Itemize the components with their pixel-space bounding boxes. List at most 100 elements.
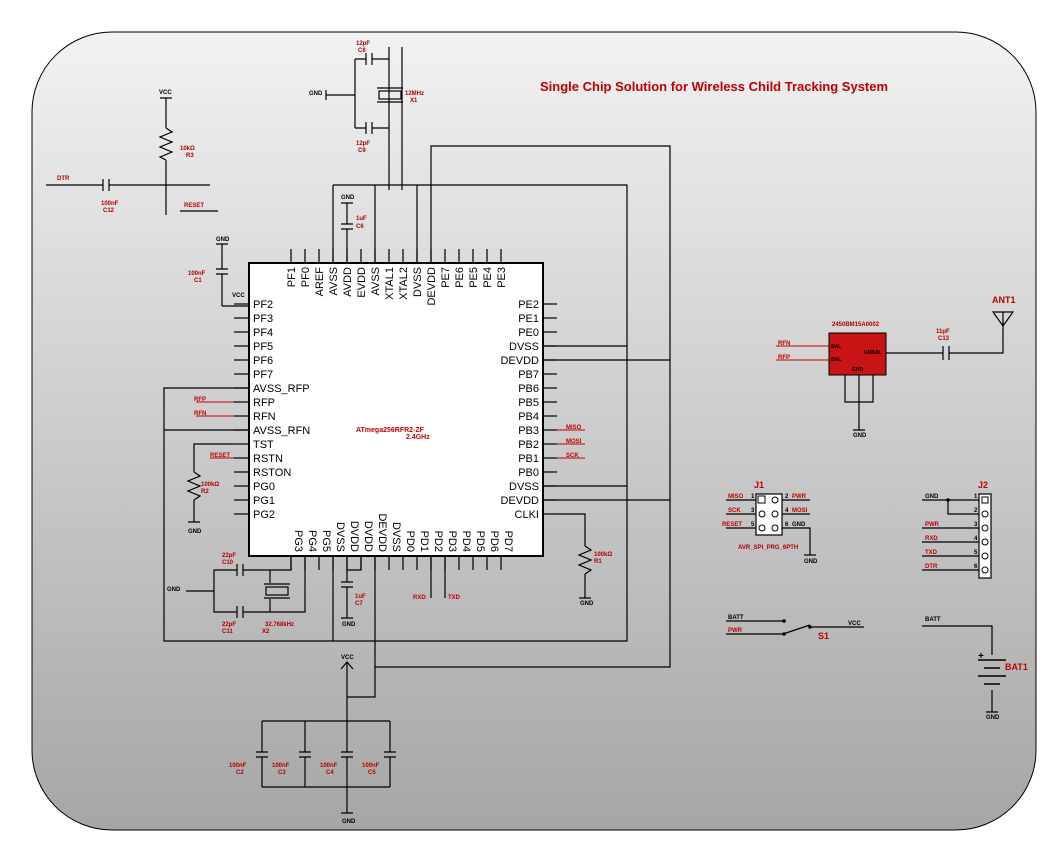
gnd-label-j1pin: GND <box>792 522 806 528</box>
batt-label-s1: BATT <box>728 615 744 621</box>
j1-pin-3: 3 <box>751 508 755 514</box>
rfn-label-left: RFN <box>194 411 206 417</box>
mcu-pin-right-pb6: PB6 <box>518 383 539 395</box>
vcc-label-c1: VCC <box>232 293 245 299</box>
gnd-label-bank: GND <box>342 819 356 825</box>
s1-ref: S1 <box>818 631 829 641</box>
c4-value: 100nF <box>320 763 338 769</box>
j1-ref: J1 <box>754 480 764 490</box>
batt-label-bat1: BATT <box>925 617 941 623</box>
mcu-pin-right-pe1: PE1 <box>518 313 539 325</box>
c7-group: 1uF C7 GND <box>332 556 366 641</box>
mcu-pin-left-pf3: PF3 <box>253 313 273 325</box>
mcu-pin-bottom-pg3: PG3 <box>292 530 304 552</box>
vcc-label-r3: VCC <box>159 90 172 96</box>
decoupling-bank: VCC 100nF C2 100nF C3 100nF C4 100nF C5 … <box>229 655 396 825</box>
c11-value: 22pF <box>222 622 236 628</box>
mcu-pin-top-pe3: PE3 <box>496 267 508 288</box>
mcu-pin-left-tst: TST <box>253 439 274 451</box>
pwr-label-j1: PWR <box>792 494 807 500</box>
mcu-pin-top-pf1: PF1 <box>286 267 298 287</box>
j1-pin-4: 4 <box>785 508 789 514</box>
mcu-pin-top-devdd: DEVDD <box>426 267 438 306</box>
mcu-pin-top-pe7: PE7 <box>440 267 452 288</box>
x2-ref: X2 <box>262 629 270 635</box>
r1-ref: R1 <box>594 559 602 565</box>
mcu-pin-bottom-pd1: PD1 <box>418 531 430 552</box>
mcu-pin-left-pf6: PF6 <box>253 355 273 367</box>
j2-body <box>978 493 992 579</box>
mcu-pin-right-pb3: PB3 <box>518 425 539 437</box>
c7-ref: C7 <box>355 601 363 607</box>
reset-label-j1: RESET <box>722 522 742 528</box>
mcu-pin-left-rfp: RFP <box>253 397 275 409</box>
mcu-pin-right-clki: CLKI <box>515 509 539 521</box>
mcu-pin-left-rston: RSTON <box>253 467 291 479</box>
uart-nets: RXD TXD <box>413 556 461 601</box>
bat1-ref: BAT1 <box>1005 662 1028 672</box>
pwr-label-s1: PWR <box>728 628 743 634</box>
vcc-label-s1: VCC <box>848 621 861 627</box>
c8-ref: C8 <box>358 48 366 54</box>
dtr-label-j2: DTR <box>925 564 938 570</box>
c8-value: 12pF <box>356 41 370 47</box>
reset-label-top: RESET <box>184 203 204 209</box>
j1-pin-1: 1 <box>751 494 755 500</box>
crystal-x2-group: GND 22pF C10 22pF C11 32.768kHz X2 <box>167 553 306 635</box>
j1-pin-2: 2 <box>785 494 789 500</box>
c3-value: 100nF <box>272 763 290 769</box>
c2-ref: C2 <box>236 770 244 776</box>
dtr-label: DTR <box>57 176 70 182</box>
c13-ref: C13 <box>938 336 950 342</box>
r2-value: 100kΩ <box>201 482 219 488</box>
sck-label-mcu: SCK <box>566 453 579 459</box>
j2-header: J2 1 2 3 4 5 6 GND PWR RXD TXD DTR <box>922 480 992 579</box>
mcu-pin-bottom-pd3: PD3 <box>446 531 458 552</box>
gnd-label-j1: GND <box>804 559 818 565</box>
left-nets: RFP RFN RESET 100kΩ R2 GND <box>186 397 234 535</box>
crystal-x1-group: 12pF C8 12pF C9 12MHz X1 GND <box>309 41 424 190</box>
crystal-x2 <box>265 586 289 596</box>
x1-value: 12MHz <box>405 91 424 97</box>
gnd-label-balun: GND <box>853 433 867 439</box>
mcu-pin-right-pe2: PE2 <box>518 299 539 311</box>
mcu-pin-right-devdd: DEVDD <box>500 495 539 507</box>
mcu-pin-right-pb1: PB1 <box>518 453 539 465</box>
mcu-pin-bottom-pd7: PD7 <box>502 531 514 552</box>
c4-ref: C4 <box>326 770 334 776</box>
sck-label-j1: SCK <box>728 508 741 514</box>
mcu-pin-right-devdd: DEVDD <box>500 355 539 367</box>
mcu-pin-right-pe0: PE0 <box>518 327 539 339</box>
mcu-pin-bottom-devdd: DEVDD <box>376 513 388 552</box>
mcu-pin-right-pb4: PB4 <box>518 411 539 423</box>
gnd-label-r1: GND <box>580 601 594 607</box>
c12-value: 100nF <box>101 201 119 207</box>
mcu-pin-left-pf5: PF5 <box>253 341 273 353</box>
mcu-pin-left-rfn: RFN <box>253 411 276 423</box>
gnd-label-x2: GND <box>167 587 181 593</box>
gnd-label-x1: GND <box>309 91 323 97</box>
mcu-pin-top-evdd: EVDD <box>356 267 368 298</box>
left-pin-stubs <box>234 303 249 515</box>
j1-pin-5: 5 <box>751 522 755 528</box>
mcu-pin-left-pf7: PF7 <box>253 369 273 381</box>
gnd-label-c1: GND <box>216 237 230 243</box>
j2-pin-3: 3 <box>974 522 978 528</box>
j1-header: J1 1 3 5 2 4 6 MISO SCK RESET PWR MOSI G… <box>722 480 818 565</box>
balun-pin-bal1: BAL <box>831 344 841 350</box>
c1-value: 100nF <box>188 271 206 277</box>
ant1-ref: ANT1 <box>992 295 1016 305</box>
right-pin-stubs <box>543 303 557 515</box>
rxd-label: RXD <box>413 595 426 601</box>
reset-network: VCC 10kΩ R3 DTR 100nF C12 RESET <box>46 90 218 215</box>
j2-pin-6: 6 <box>974 564 978 570</box>
gnd-label-j2: GND <box>925 494 939 500</box>
mcu-pin-top-dvss: DVSS <box>412 267 424 297</box>
c12-ref: C12 <box>103 208 115 214</box>
c11-ref: C11 <box>222 629 233 635</box>
mcu-pin-right-dvss: DVSS <box>509 341 539 353</box>
j1-name: AVR_SPI_PRG_6PTH <box>738 545 798 551</box>
balun-pin-unbal: UNBAL <box>864 350 882 356</box>
mcu-body <box>248 262 544 557</box>
